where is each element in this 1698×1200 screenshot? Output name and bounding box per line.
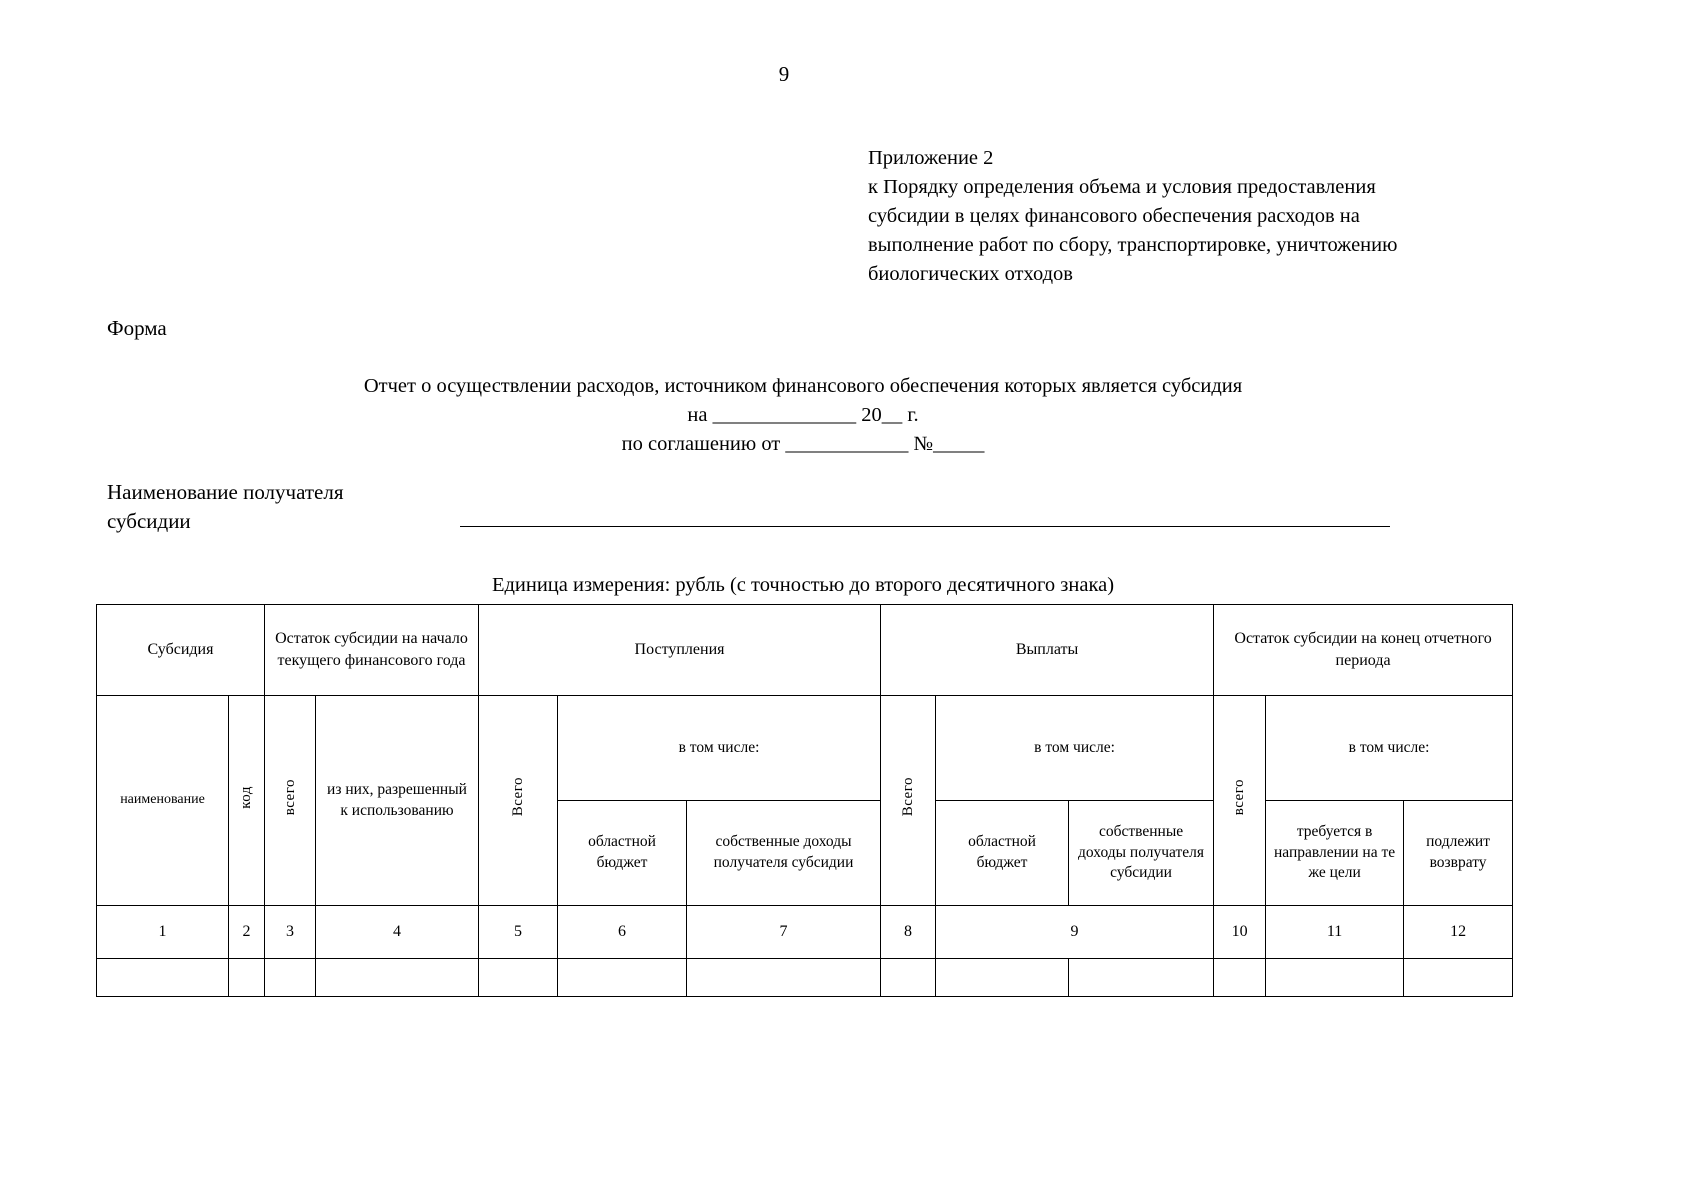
column-number: 6 (557, 905, 687, 959)
empty-data-cell (880, 958, 937, 997)
empty-data-cell (1265, 958, 1405, 997)
group-header-payments: Выплаты (880, 604, 1215, 696)
col-header-balance-start-total: всего (264, 695, 316, 906)
empty-data-cell (478, 958, 558, 997)
report-title: Отчет о осуществлении расходов, источник… (363, 375, 1243, 397)
appendix-line: субсидии в целях финансового обеспечения… (868, 205, 1360, 227)
header-payments-including: в том числе: (935, 695, 1215, 801)
empty-data-cell (228, 958, 265, 997)
appendix-line: биологических отходов (868, 263, 1073, 285)
empty-data-cell (557, 958, 687, 997)
col-header-balance-end-total: всего (1213, 695, 1267, 906)
col-header-balance-start-total-label: всего (281, 778, 298, 816)
col-header-redirect-same-goals: требуется в направлении на те же цели (1265, 800, 1405, 906)
report-agreement-line: по соглашению от ____________ №_____ (621, 433, 985, 455)
col-header-balance-end-total-label: всего (1231, 778, 1248, 816)
empty-data-cell (96, 958, 229, 997)
page-number: 9 (778, 62, 790, 86)
header-balance-end-including: в том числе: (1265, 695, 1514, 801)
empty-data-cell (264, 958, 316, 997)
appendix-block: Приложение 2 к Порядку определения объем… (868, 144, 1528, 289)
empty-data-cell (1213, 958, 1267, 997)
column-number: 10 (1213, 905, 1267, 959)
column-number: 2 (228, 905, 265, 959)
column-number: 7 (685, 905, 882, 959)
units-caption: Единица измерения: рубль (с точностью до… (491, 574, 1115, 596)
col-header-subject-to-return: подлежит возврату (1403, 800, 1514, 906)
report-table: Субсидия Остаток субсидии на начало теку… (96, 604, 1514, 997)
col-header-payments-regional-budget: областной бюджет (935, 800, 1070, 906)
appendix-line: к Порядку определения объема и условия п… (868, 176, 1376, 198)
recipient-label-line1: Наименование получателя (107, 480, 344, 504)
group-header-balance-start: Остаток субсидии на начало текущего фина… (264, 604, 479, 696)
column-number: 4 (315, 905, 479, 959)
appendix-line: выполнение работ по сбору, транспортиров… (868, 234, 1398, 256)
column-number: 12 (1403, 905, 1514, 959)
col-header-receipts-own-income: собственные доходы получателя субсидии (685, 800, 882, 906)
empty-data-cell (1403, 958, 1514, 997)
recipient-label-line2: субсидии (107, 509, 191, 533)
column-number: 9 (935, 905, 1215, 959)
column-number: 1 (96, 905, 229, 959)
group-header-balance-end: Остаток субсидии на конец отчетного пери… (1213, 604, 1514, 696)
col-header-payments-own-income: собственные доходы получателя субсидии (1068, 800, 1215, 906)
col-header-payments-total-label: Всего (899, 777, 916, 817)
table-subheader-row-2: областной бюджет собственные доходы полу… (97, 800, 1514, 906)
group-header-receipts: Поступления (477, 604, 882, 696)
col-header-receipts-total: Всего (478, 695, 558, 906)
col-header-name: наименование (96, 695, 229, 906)
table-group-header-row: Субсидия Остаток субсидии на начало теку… (96, 604, 1514, 696)
column-number: 8 (880, 905, 937, 959)
empty-data-cell (315, 958, 479, 997)
col-header-allowed-for-use: из них, разрешенный к использованию (315, 695, 479, 906)
appendix-line: Приложение 2 (868, 147, 994, 169)
group-header-subsidy: Субсидия (96, 604, 265, 696)
column-number: 11 (1265, 905, 1405, 959)
header-receipts-including: в том числе: (556, 695, 882, 801)
form-label: Форма (107, 316, 167, 340)
col-header-code: код (228, 695, 265, 906)
col-header-receipts-regional-budget: областной бюджет (557, 800, 687, 906)
col-header-code-label: код (238, 785, 255, 809)
report-title-block: Отчет о осуществлении расходов, источник… (0, 372, 1606, 459)
recipient-name-blank-line (460, 500, 1390, 527)
empty-data-cell (1068, 958, 1215, 997)
report-date-line: на ______________ 20__ г. (687, 404, 919, 426)
column-number: 5 (478, 905, 558, 959)
recipient-label: Наименование получателя субсидии (107, 478, 344, 536)
col-header-payments-total: Всего (880, 695, 937, 906)
col-header-receipts-total-label: Всего (509, 777, 526, 817)
table-empty-data-row (96, 958, 1514, 997)
table-subheader-row-1: наименование код всего из них, разрешенн… (96, 695, 1514, 906)
empty-data-cell (685, 958, 882, 997)
table-column-number-row: 1 2 3 4 5 6 7 8 9 10 11 12 (96, 905, 1514, 959)
column-number: 3 (264, 905, 316, 959)
empty-data-cell (935, 958, 1070, 997)
